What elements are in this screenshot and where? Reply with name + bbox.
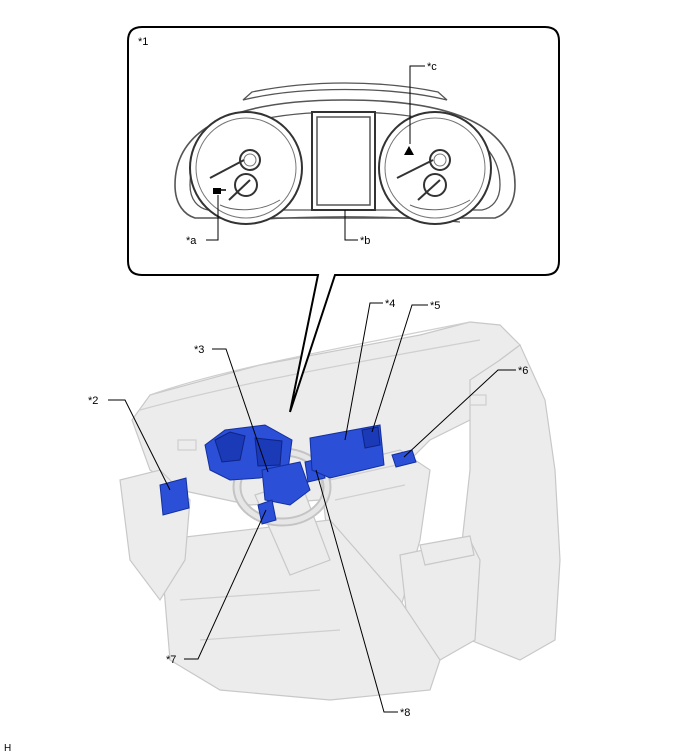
label-4: *4	[385, 298, 395, 310]
part-2-module	[159, 477, 190, 516]
center-display	[311, 111, 376, 211]
leader-lines	[108, 65, 516, 713]
label-3: *3	[194, 344, 204, 356]
corner-letter: H	[4, 743, 11, 754]
vehicle-interior	[119, 321, 561, 701]
label-a: *a	[186, 235, 197, 247]
label-c: *c	[427, 61, 437, 73]
left-gauge	[189, 111, 303, 225]
warning-triangle-icon	[404, 146, 414, 155]
right-gauge	[378, 111, 492, 225]
part-6-module	[391, 449, 417, 468]
part-steering-pad	[261, 461, 311, 506]
part-5-connector	[361, 426, 381, 449]
callout-labels: *1 *a *b *c *2 *3 *4 *5 *6 *7 *8 H	[4, 36, 528, 754]
label-5: *5	[430, 300, 440, 312]
label-6: *6	[518, 365, 528, 377]
label-1: *1	[138, 36, 148, 48]
highlighted-parts	[159, 424, 417, 525]
label-8: *8	[400, 707, 410, 719]
label-7: *7	[166, 654, 176, 666]
label-b: *b	[360, 235, 370, 247]
indicator-icon-a	[213, 188, 221, 194]
label-2: *2	[88, 395, 98, 407]
